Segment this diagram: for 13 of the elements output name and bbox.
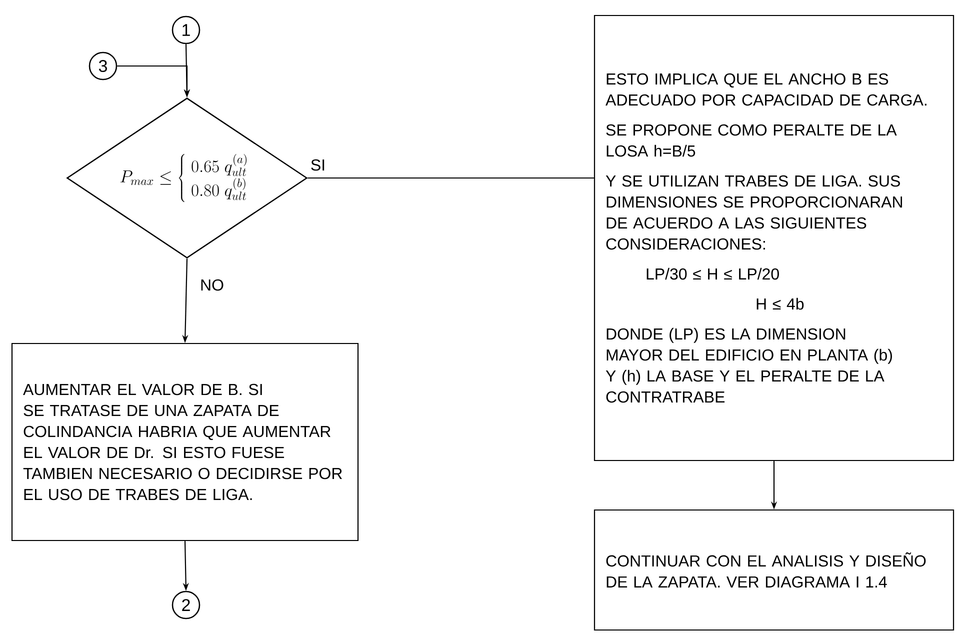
paragraph: Y SE UTILIZAN TRABES DE LIGA. SUS DIMENSIONES SE PROPORCIONARAN DE ACUERDO A LAS SIGUIENTES CONSIDERACIONES: — [606, 175, 902, 250]
paragraph: CONTINUAR CON EL ANALISIS Y DISEÑO DE LA ZAPATA. VER DIAGRAMA I 1.4 — [606, 552, 926, 588]
edge-label: NO — [199, 278, 225, 292]
process-box — [11, 342, 359, 542]
process-box — [594, 509, 954, 631]
paragraph: SE PROPONE COMO PERALTE DE LA LOSA h=B/5 — [606, 124, 897, 157]
process-box — [594, 14, 954, 462]
paragraph: H ≤ 4b — [756, 298, 804, 310]
paragraph: LP/30 ≤ H ≤ LP/20 — [646, 268, 779, 280]
paragraph: DONDE (LP) ES LA DIMENSION MAYOR DEL EDIFICIO EN PLANTA (b) Y (h) LA BASE Y EL PERALTE DE LA CONTRATRABE — [606, 328, 892, 403]
edge-label: SI — [309, 158, 327, 172]
paragraph: AUMENTAR EL VALOR DE B. SI SE TRATASE DE UNA ZAPATA DE COLINDANCIA HABRIA QUE AUMENTAR EL VALOR DE Dr. SI ESTO FUESE TAMBIEN NECESARIO O DECIDIRSE POR EL USO DE TRABES DE LIGA. — [23, 384, 342, 500]
paragraph: ESTO IMPLICA QUE EL ANCHO B ES ADECUADO POR CAPACIDAD DE CARGA. — [606, 73, 926, 106]
